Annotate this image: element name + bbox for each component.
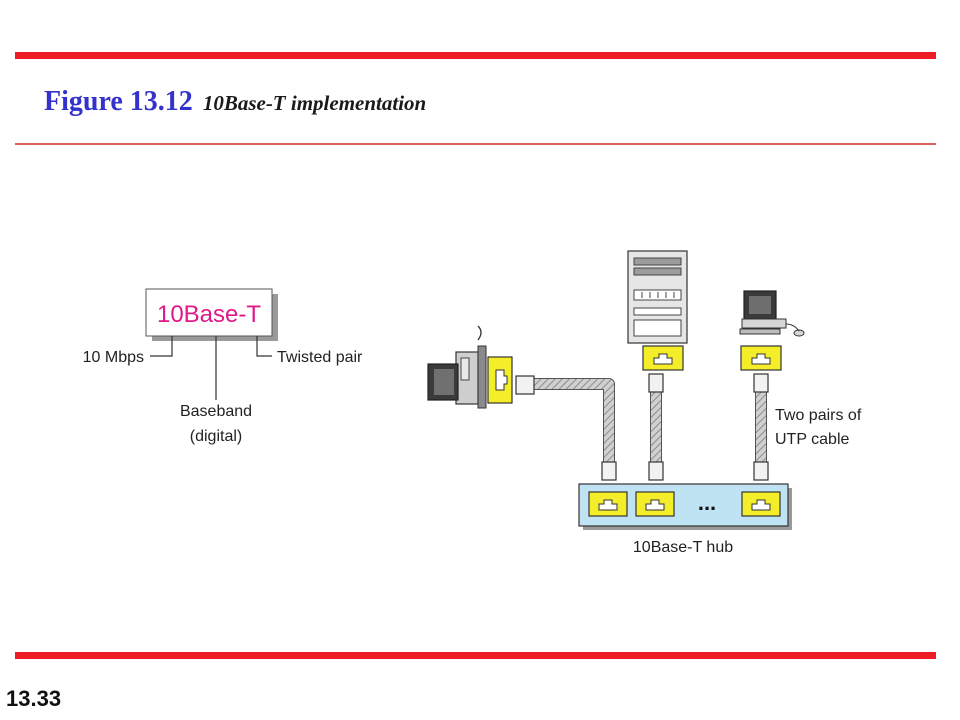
cable-left-outline <box>534 378 615 462</box>
plug-server <box>648 373 664 393</box>
server-panel-2 <box>633 319 682 337</box>
medium-leader-line <box>256 336 272 357</box>
station-jack-port-icon <box>495 369 508 391</box>
hub-port-2-icon <box>645 499 665 511</box>
plug-left-station <box>515 375 535 395</box>
plug-workstation <box>753 373 769 393</box>
hub-ellipsis: ... <box>698 490 716 515</box>
figure-title: Figure 13.12 10Base-T implementation <box>44 86 426 118</box>
station-side-panel <box>477 345 487 409</box>
page-number: 13.33 <box>6 686 62 711</box>
cable-label-line2: UTP cable <box>775 431 850 448</box>
title-rule <box>15 143 936 145</box>
bottom-rule <box>15 652 936 659</box>
station-left <box>427 325 513 409</box>
hub-port-3-icon <box>751 499 771 511</box>
station-drive <box>460 357 470 381</box>
station-screen <box>434 369 454 395</box>
server-bay-2 <box>633 267 682 276</box>
cable-label-line1: Two pairs of <box>775 407 862 424</box>
figure-caption: 10Base-T implementation <box>202 91 427 115</box>
workstation-keyboard <box>739 328 781 335</box>
figure-number: Figure 13.12 <box>44 86 193 117</box>
workstation-mouse <box>793 329 805 337</box>
signaling-label-line1: Baseband <box>180 403 252 420</box>
name-box-label: 10Base-T <box>157 301 261 328</box>
cable-left <box>534 379 614 462</box>
plug-hub-3 <box>753 461 769 481</box>
workstation-mouse-cord <box>785 323 800 332</box>
server-panel-1 <box>633 307 682 316</box>
plug-hub-1 <box>601 461 617 481</box>
server <box>627 250 688 371</box>
utp-cables <box>515 373 769 481</box>
workstation-base <box>741 318 787 329</box>
workstation <box>739 290 805 371</box>
name-box <box>145 288 273 337</box>
top-rule <box>15 52 936 59</box>
signaling-label-line2: (digital) <box>190 428 242 445</box>
speed-label: 10 Mbps <box>83 349 144 366</box>
station-cable-curl <box>477 325 482 341</box>
workstation-jack-port-icon <box>751 353 771 365</box>
workstation-screen <box>749 296 771 314</box>
server-bay-1 <box>633 257 682 266</box>
medium-label: Twisted pair <box>277 349 363 366</box>
plug-hub-2 <box>648 461 664 481</box>
speed-leader-line <box>150 336 173 357</box>
server-jack-port-icon <box>653 353 673 365</box>
naming-diagram: 10Base-T 10 Mbps Baseband (digital) Twis… <box>83 288 363 445</box>
hub: ... <box>578 483 792 530</box>
hub-port-1-icon <box>598 499 618 511</box>
hub-label: 10Base-T hub <box>633 539 733 556</box>
